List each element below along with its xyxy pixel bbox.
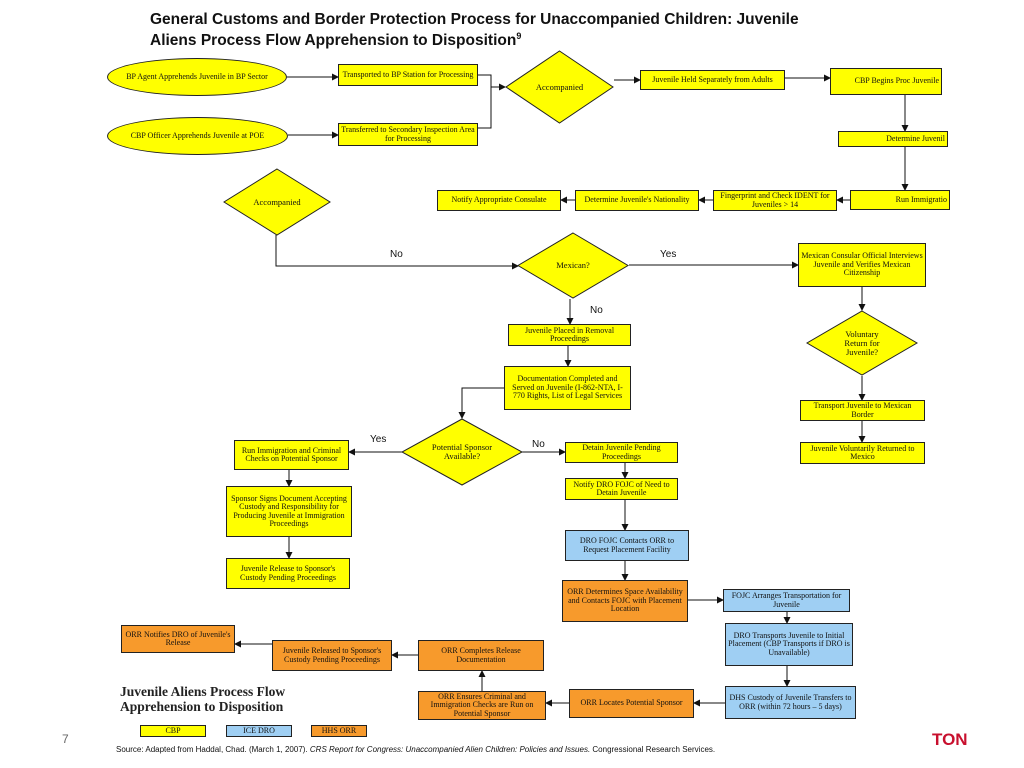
diamond-shape (505, 50, 614, 124)
node-cbp-officer-apprehends: CBP Officer Apprehends Juvenile at POE (107, 117, 288, 155)
source-citation: Source: Adapted from Haddal, Chad. (Marc… (116, 745, 936, 754)
node-removal-proceedings: Juvenile Placed in Removal Proceedings (508, 324, 631, 346)
node-orr-determines-space: ORR Determines Space Availability and Co… (562, 580, 688, 622)
node-orr-completes-release: ORR Completes Release Documentation (418, 640, 544, 671)
node-notify-dro-fojc: Notify DRO FOJC of Need to Detain Juveni… (565, 478, 678, 500)
node-bp-agent-apprehends: BP Agent Apprehends Juvenile in BP Secto… (107, 58, 287, 96)
edge-label-no-sponsor: No (532, 439, 545, 450)
title-line-2: Aliens Process Flow Apprehension to Disp… (150, 32, 517, 50)
decision-voluntary-return: Voluntary Return for Juvenile? (806, 310, 918, 376)
edge-accompanied-no (275, 235, 519, 270)
decision-accompanied-top: Accompanied (505, 50, 614, 124)
node-documentation-served: Documentation Completed and Served on Ju… (504, 366, 631, 410)
decision-potential-sponsor: Potential Sponsor Available? (401, 418, 523, 486)
decision-mexican-label: Mexican? (556, 260, 590, 270)
node-dhs-custody: DHS Custody of Juvenile Transfers to ORR… (725, 686, 856, 719)
edge-documentation-to-sponsor (458, 387, 504, 419)
node-run-immigration: Run Immigratio (850, 190, 950, 210)
legend-ice-dro: ICE DRO (226, 725, 292, 737)
caption-line-1: Juvenile Aliens Process Flow (120, 684, 286, 699)
diamond-shape (223, 168, 331, 236)
node-notify-consulate: Notify Appropriate Consulate (437, 190, 561, 211)
node-sponsor-signs: Sponsor Signs Document Accepting Custody… (226, 486, 352, 537)
edge-merge-to-accompanied (478, 74, 492, 129)
edge-label-yes-mexican: Yes (660, 249, 677, 260)
node-dro-transports: DRO Transports Juvenile to Initial Place… (725, 623, 853, 666)
source-prefix: Source: Adapted from Haddal, Chad. (Marc… (116, 745, 310, 754)
title-line-1: General Customs and Border Protection Pr… (150, 11, 799, 28)
node-determine-nationality: Determine Juvenile's Nationality (575, 190, 699, 211)
diagram-title: General Customs and Border Protection Pr… (150, 11, 930, 49)
decision-accompanied-left: Accompanied (223, 168, 331, 236)
node-release-pending: Juvenile Release to Sponsor's Custody Pe… (226, 558, 350, 589)
node-held-separately: Juvenile Held Separately from Adults (640, 70, 785, 90)
node-dro-contacts-orr: DRO FOJC Contacts ORR to Request Placeme… (565, 530, 689, 561)
node-transport-border: Transport Juvenile to Mexican Border (800, 400, 925, 421)
node-consular-official: Mexican Consular Official Interviews Juv… (798, 243, 926, 287)
node-determine-juvenile: Determine Juvenil (838, 131, 948, 147)
node-orr-locates-sponsor: ORR Locates Potential Sponsor (569, 689, 694, 718)
page-number: 7 (62, 732, 69, 746)
decision-accompanied-left-label: Accompanied (253, 196, 301, 207)
node-transported-bp-station: Transported to BP Station for Processing (338, 64, 478, 86)
title-footnote: 9 (516, 31, 522, 41)
node-returned-mexico: Juvenile Voluntarily Returned to Mexico (800, 442, 925, 464)
decision-mexican: Mexican? (517, 232, 629, 299)
legend-cbp: CBP (140, 725, 206, 737)
decision-potential-sponsor-label: Potential Sponsor Available? (431, 442, 493, 461)
source-title: CRS Report for Congress: Unaccompanied A… (309, 745, 591, 754)
node-transferred-secondary: Transferred to Secondary Inspection Area… (338, 123, 478, 146)
caption-line-2: Apprehension to Disposition (120, 699, 284, 714)
edge-label-no-mexican: No (590, 305, 603, 316)
decision-voluntary-return-label: Voluntary Return for Juvenile? (844, 328, 880, 357)
decision-accompanied-top-label: Accompanied (535, 81, 584, 92)
legend-hhs-orr: HHS ORR (311, 725, 367, 737)
diamond-shape (806, 310, 918, 376)
diamond-shape (401, 418, 523, 486)
diagram-caption: Juvenile Aliens Process Flow Apprehensio… (120, 684, 410, 714)
node-fojc-arranges: FOJC Arranges Transportation for Juvenil… (723, 589, 850, 612)
node-orr-ensures-checks: ORR Ensures Criminal and Immigration Che… (418, 691, 546, 720)
source-suffix: Congressional Research Services. (590, 745, 716, 754)
brand-logo-text: TON (932, 730, 968, 749)
edge-label-no-accompanied: No (390, 249, 403, 260)
node-released-sponsor-custody: Juvenile Released to Sponsor's Custody P… (272, 640, 392, 671)
node-fingerprint-ident: Fingerprint and Check IDENT for Juvenile… (713, 190, 837, 211)
edge-label-yes-sponsor: Yes (370, 434, 387, 445)
node-run-checks-sponsor: Run Immigration and Criminal Checks on P… (234, 440, 349, 470)
node-orr-notifies-dro: ORR Notifies DRO of Juvenile's Release (121, 625, 235, 653)
diamond-shape (517, 232, 629, 299)
node-cbp-begins: CBP Begins Proc Juvenile (830, 68, 942, 95)
node-detain-juvenile: Detain Juvenile Pending Proceedings (565, 442, 678, 463)
